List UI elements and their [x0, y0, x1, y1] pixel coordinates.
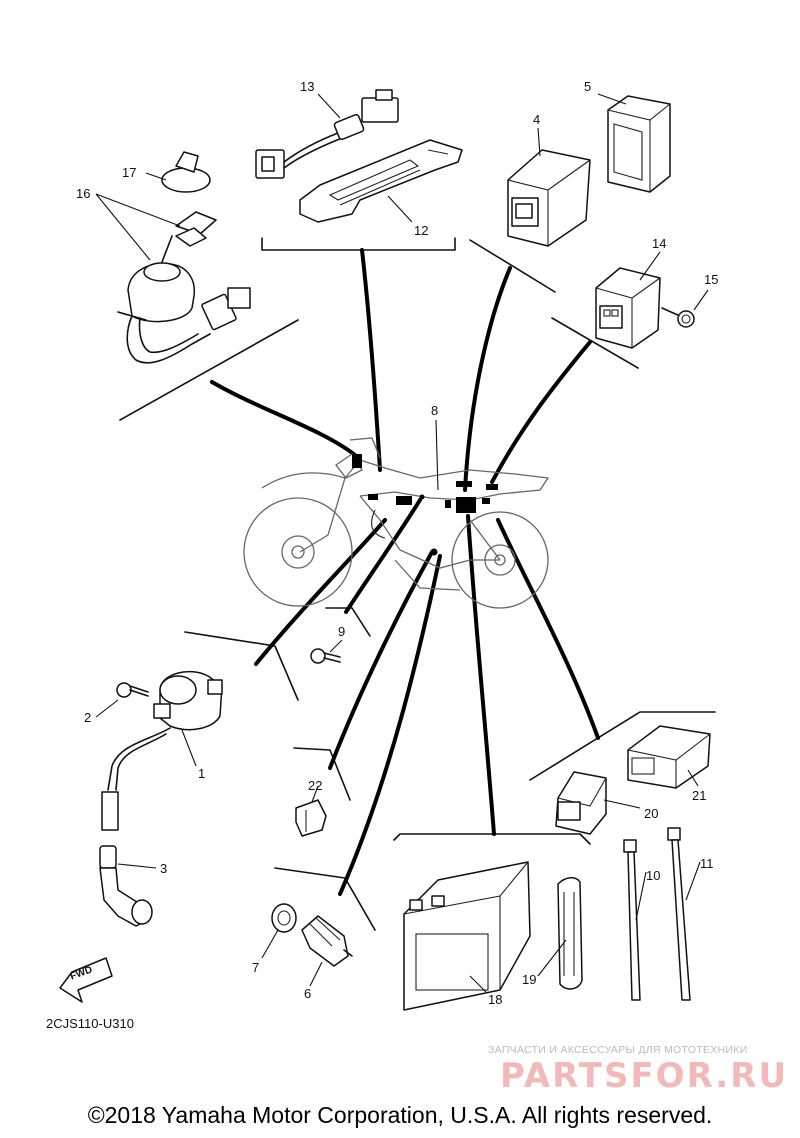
callout-leaders	[95, 93, 709, 993]
part-cap-17	[161, 151, 211, 193]
callout-12: 12	[414, 223, 428, 238]
bracket-14	[551, 317, 639, 369]
part-ignition-coil-1	[101, 670, 223, 831]
leader-9-group	[344, 498, 422, 614]
callout-15: 15	[704, 272, 718, 287]
callout-22: 22	[308, 778, 322, 793]
leader-12-group	[360, 248, 382, 472]
callout-10: 10	[646, 868, 660, 883]
callout-16: 16	[76, 186, 90, 201]
leader-6-group	[338, 554, 442, 896]
motorcycle-outline	[243, 437, 550, 609]
part-main-switch-16	[117, 211, 251, 364]
marker-lead	[396, 496, 412, 505]
bracket-12-13	[261, 237, 456, 251]
part-cdi-unit-4	[507, 149, 591, 247]
part-fuse-22	[295, 799, 327, 837]
callout-17: 17	[122, 165, 136, 180]
callout-19: 19	[522, 972, 536, 987]
callout-3: 3	[160, 861, 167, 876]
marker-relay	[486, 484, 498, 490]
callout-20: 20	[644, 806, 658, 821]
leader-1-group	[254, 518, 387, 666]
marker-fuse	[445, 500, 451, 508]
part-plug-cap-3	[99, 845, 153, 927]
leader-22-group	[328, 550, 434, 770]
callout-4: 4	[533, 112, 540, 127]
callout-5: 5	[584, 79, 591, 94]
part-cable-tie-10	[623, 839, 641, 1001]
callout-21: 21	[692, 788, 706, 803]
part-relay-14	[595, 267, 661, 349]
fwd-arrow-icon	[59, 957, 113, 1003]
leader-18-group	[466, 514, 496, 836]
callout-13: 13	[300, 79, 314, 94]
marker-neutral-switch	[430, 548, 438, 556]
bracket-9	[325, 607, 371, 637]
marker-bolt	[419, 494, 425, 500]
part-washer-7	[271, 903, 297, 933]
part-bolt-9	[310, 648, 341, 664]
marker-battery	[456, 497, 476, 513]
bracket-16	[119, 319, 299, 421]
part-plate-12	[299, 139, 463, 223]
part-switch-6	[301, 915, 353, 967]
location-leaders	[210, 248, 600, 896]
callout-9: 9	[338, 624, 345, 639]
part-lead-13	[255, 89, 399, 179]
leader-4-group	[463, 266, 512, 492]
part-band-19	[557, 877, 583, 990]
part-bolt-2	[116, 682, 149, 698]
bracket-4	[469, 239, 556, 293]
diagram-code: 2CJS110-U310	[46, 1016, 134, 1031]
bracket-22	[293, 747, 351, 801]
marker-cdi	[456, 481, 472, 487]
marker-coupler	[482, 498, 490, 504]
callout-numbers: 13 12 4 5 14 15 17 16 8 9 2 1 3 22 7 6 1…	[76, 79, 718, 1007]
part-coupler-20	[555, 771, 607, 835]
callout-8: 8	[431, 403, 438, 418]
bracket-1	[184, 631, 299, 701]
callout-1: 1	[198, 766, 205, 781]
part-bolt-15	[661, 307, 695, 328]
marker-main-switch	[352, 454, 362, 468]
component-markers	[352, 454, 498, 556]
part-battery-18	[403, 861, 531, 1011]
group-brackets	[119, 237, 716, 931]
part-cover-5	[607, 95, 671, 193]
callout-18: 18	[488, 992, 502, 1007]
marker-ignition	[368, 494, 378, 500]
callout-14: 14	[652, 236, 666, 251]
callout-6: 6	[304, 986, 311, 1001]
callout-11: 11	[700, 856, 714, 871]
watermark-brand-logo: PARTSFOR.RU	[500, 1056, 789, 1096]
callout-7: 7	[252, 960, 259, 975]
callout-2: 2	[84, 710, 91, 725]
bracket-20-21	[529, 711, 716, 781]
leader-14-group	[490, 340, 592, 484]
leader-20-group	[496, 518, 600, 740]
copyright-notice: ©2018 Yamaha Motor Corporation, U.S.A. A…	[87, 1102, 713, 1128]
watermark-caption: ЗАПЧАСТИ И АКСЕССУАРЫ ДЛЯ МОТОТЕХНИКИ	[488, 1044, 748, 1056]
part-coupler-21	[627, 725, 711, 789]
bracket-18	[393, 833, 591, 845]
part-cable-tie-11	[667, 827, 691, 1001]
leader-16-group	[210, 380, 357, 457]
